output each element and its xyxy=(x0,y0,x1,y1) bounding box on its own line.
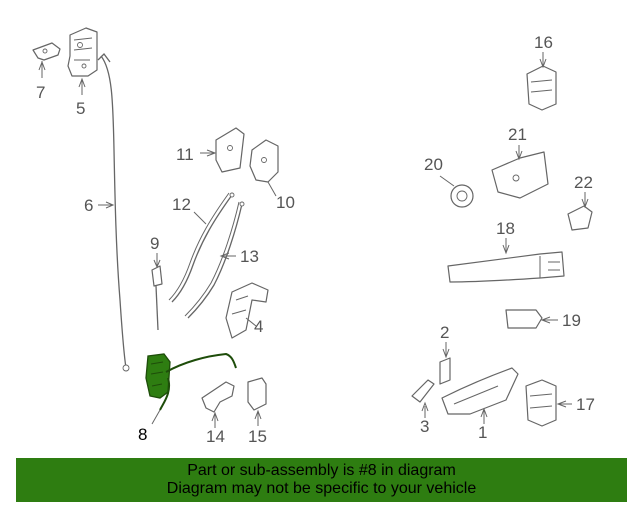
callout-14: 14 xyxy=(206,427,225,446)
callout-16: 16 xyxy=(534,33,553,52)
part-22-cap[interactable] xyxy=(567,205,593,231)
callout-5: 5 xyxy=(76,99,85,118)
callout-1: 1 xyxy=(478,423,487,442)
callout-11: 11 xyxy=(176,145,194,164)
part-12-cable[interactable] xyxy=(168,192,235,303)
callout-19: 19 xyxy=(562,311,581,330)
callout-2: 2 xyxy=(440,323,449,342)
callout-10: 10 xyxy=(276,193,295,212)
part-2-gasket[interactable] xyxy=(439,357,451,385)
callout-6: 6 xyxy=(84,196,93,215)
banner-line-1: Part or sub-assembly is #8 in diagram xyxy=(187,462,456,479)
callout-8: 8 xyxy=(138,425,147,444)
part-9-clip[interactable] xyxy=(151,265,163,331)
part-11-plate[interactable] xyxy=(215,127,245,173)
callout-17: 17 xyxy=(576,395,595,414)
part-6-rod[interactable] xyxy=(97,53,130,372)
part-16-hinge[interactable] xyxy=(526,65,557,111)
part-7-bracket[interactable] xyxy=(32,42,61,61)
banner-line-2: Diagram may not be specific to your vehi… xyxy=(166,480,477,497)
part-5-latch[interactable] xyxy=(67,27,98,77)
callout-22: 22 xyxy=(574,173,593,192)
part-4-cover[interactable] xyxy=(225,282,269,339)
callout-21: 21 xyxy=(508,125,527,144)
part-17-hinge[interactable] xyxy=(525,379,557,427)
part-14-bracket[interactable] xyxy=(201,381,235,413)
part-19-bracket[interactable] xyxy=(505,309,543,329)
callout-9: 9 xyxy=(150,234,159,253)
callout-7: 7 xyxy=(36,83,45,102)
part-15-bracket[interactable] xyxy=(247,377,267,411)
callout-18: 18 xyxy=(496,219,515,238)
part-20-knob[interactable] xyxy=(450,184,474,208)
part-3-escutcheon[interactable] xyxy=(411,379,435,403)
callout-20: 20 xyxy=(424,155,443,174)
part-21-bracket[interactable] xyxy=(491,151,549,199)
part-1-handle[interactable] xyxy=(441,367,519,415)
part-10-bracket[interactable] xyxy=(249,139,279,183)
callout-12: 12 xyxy=(172,195,191,214)
part-18-handle[interactable] xyxy=(447,251,565,283)
part-13-cable[interactable] xyxy=(184,201,245,319)
callout-13: 13 xyxy=(240,247,259,266)
callout-4: 4 xyxy=(254,317,263,336)
callout-15: 15 xyxy=(248,427,267,446)
part-8-actuator[interactable] xyxy=(145,352,237,411)
callout-3: 3 xyxy=(420,417,429,436)
highlight-banner: Part or sub-assembly is #8 in diagram Di… xyxy=(16,458,627,502)
